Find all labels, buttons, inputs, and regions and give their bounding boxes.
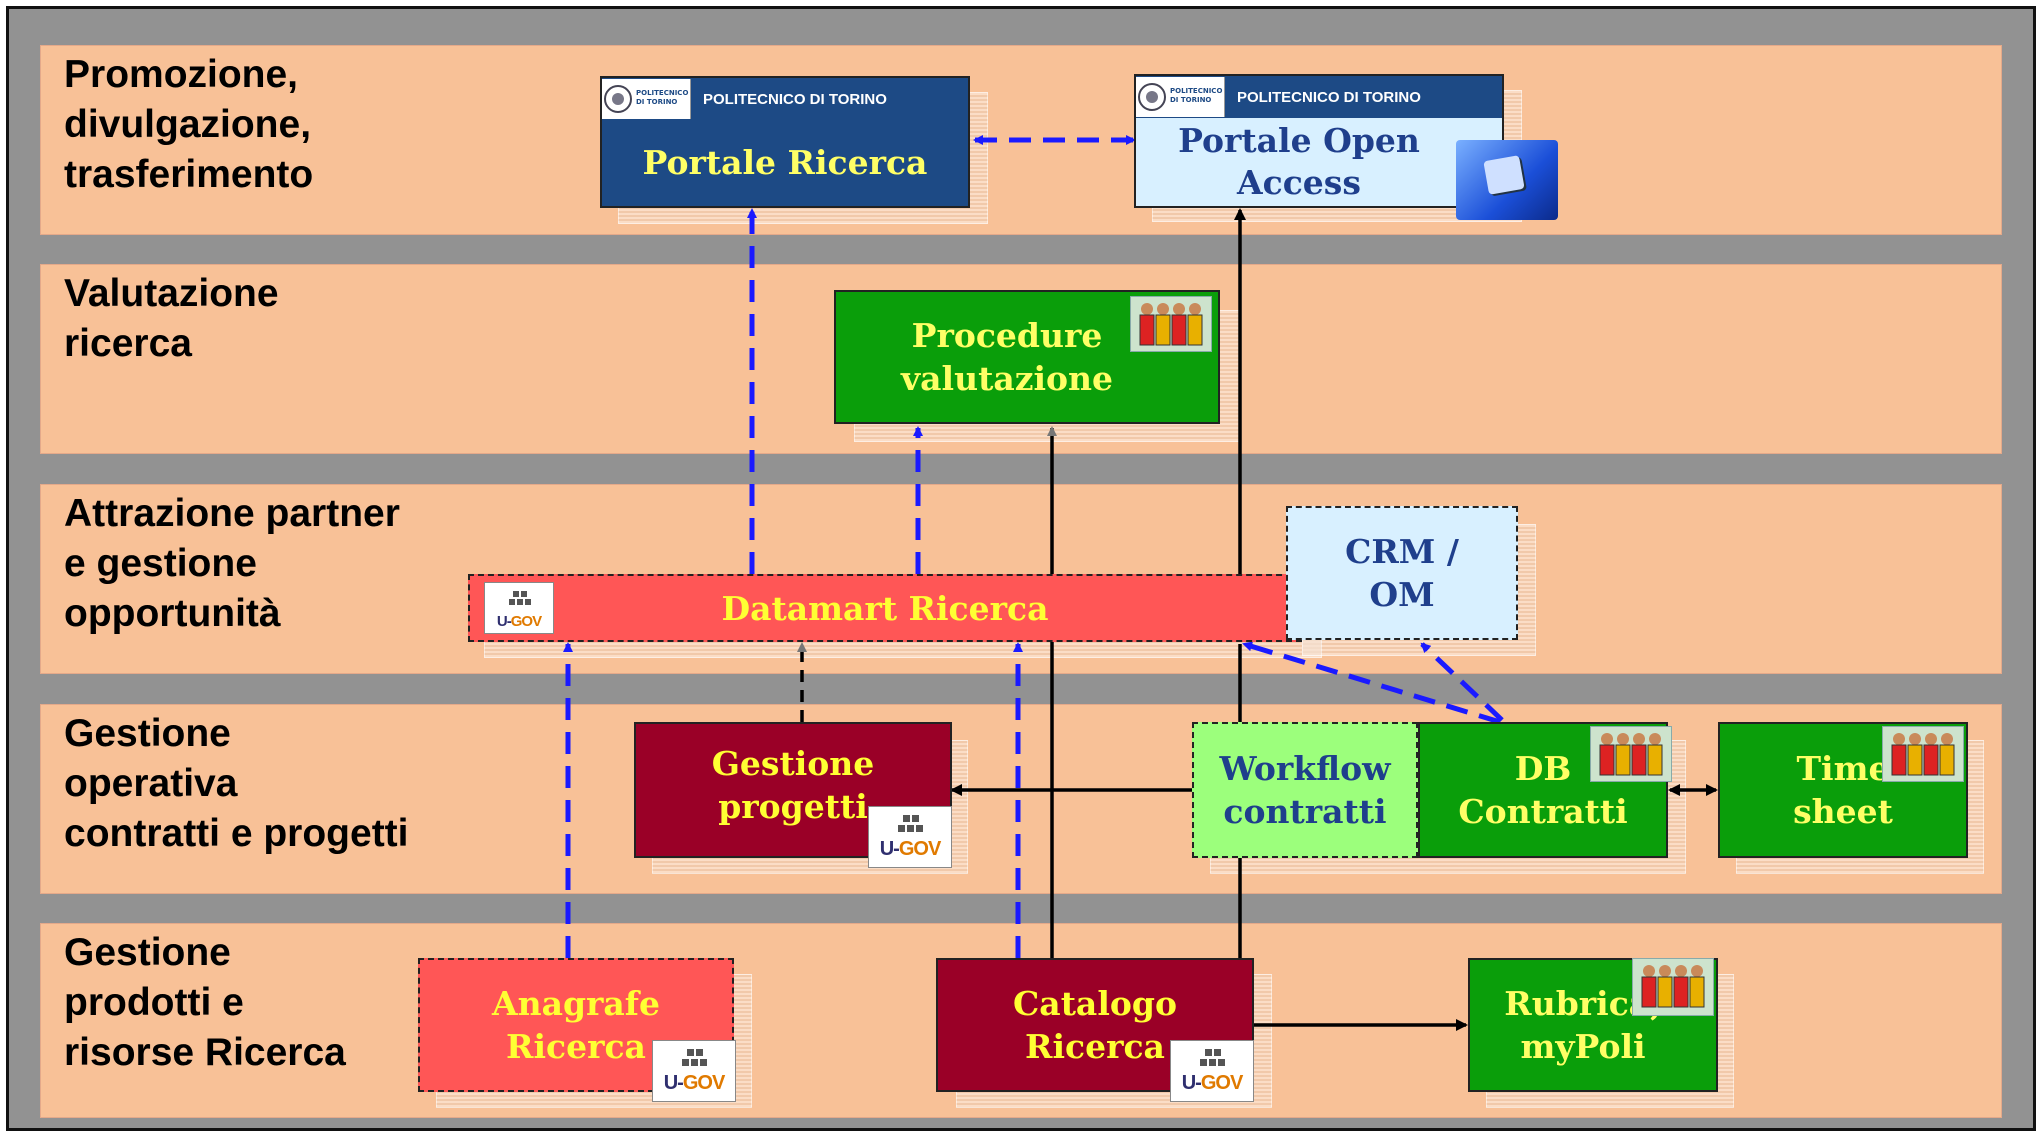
workflow-contratti[interactable]: Workflow contratti <box>1192 722 1418 858</box>
ugov-logo-datamart: U-GOV <box>484 582 554 634</box>
crm-om[interactable]: CRM / OM <box>1286 506 1518 640</box>
datamart-ricerca-label: Datamart Ricerca <box>721 588 1049 628</box>
people-icon <box>1632 958 1714 1016</box>
ugov-logo-text: U-GOV <box>1181 1072 1244 1094</box>
svg-text:DI TORINO: DI TORINO <box>1170 96 1211 104</box>
portale-open-access-header-text: POLITECNICO DI TORINO <box>1237 88 1421 106</box>
portale-open-access-title: Portale Open Access <box>1178 121 1420 202</box>
band-label-gestione-prodotti: Gestione prodotti e risorse Ricerca <box>64 931 346 1074</box>
people-icon <box>1882 726 1964 782</box>
anagrafe-ricerca[interactable]: Anagrafe Ricerca <box>418 958 734 1092</box>
ugov-logo-catalogo: U-GOV <box>1170 1040 1254 1102</box>
people-icon <box>1130 296 1212 352</box>
ugov-logo-text: U-GOV <box>663 1072 726 1094</box>
link-db-contratti-datamart <box>1242 641 1501 725</box>
ugov-logo-text: U-GOV <box>879 838 942 860</box>
people-icon <box>1590 726 1672 782</box>
portale-ricerca-title: Portale Ricerca <box>642 143 928 182</box>
datamart-ricerca[interactable]: Datamart Ricerca <box>468 574 1302 642</box>
ugov-logo-gestione-progetti: U-GOV <box>868 806 952 868</box>
band-label-promozione: Promozione, divulgazione, trasferimento <box>64 53 314 196</box>
ugov-logo-anagrafe: U-GOV <box>652 1040 736 1102</box>
ugov-logo-text: U-GOV <box>496 613 542 630</box>
band-label-attrazione: Attrazione partner e gestione opportunit… <box>64 492 400 635</box>
svg-text:POLITECNICO: POLITECNICO <box>636 89 688 97</box>
band-label-gestione-operativa: Gestione operativa contratti e progetti <box>64 712 409 855</box>
svg-text:DI TORINO: DI TORINO <box>636 98 677 106</box>
link-db-contratti-crm <box>1420 642 1504 722</box>
band-gestione-operativa <box>40 704 2002 894</box>
keyboard-key-icon <box>1456 140 1558 220</box>
timesheet[interactable]: Time sheet <box>1718 722 1968 858</box>
svg-text:POLITECNICO: POLITECNICO <box>1170 87 1222 95</box>
band-label-valutazione: Valutazione ricerca <box>64 272 279 365</box>
portale-ricerca-header-text: POLITECNICO DI TORINO <box>703 90 887 108</box>
